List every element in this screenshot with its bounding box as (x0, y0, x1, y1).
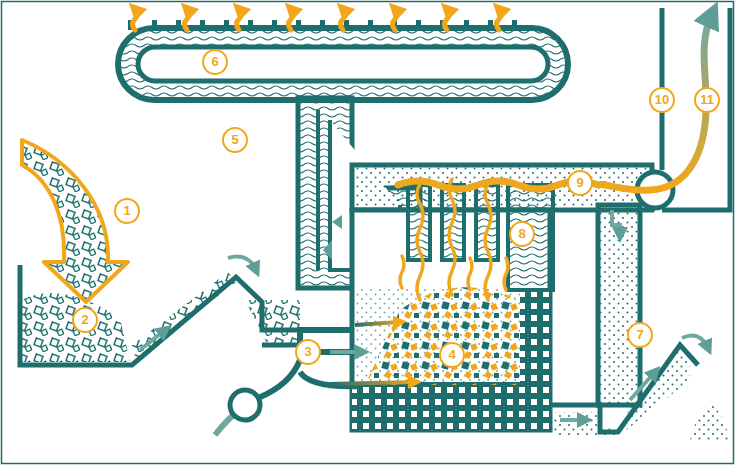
ash-pile (690, 405, 730, 440)
callout-number: 2 (72, 307, 98, 333)
callout-number: 10 (649, 87, 675, 113)
ash-conveyor (552, 336, 730, 440)
callout-number: 7 (627, 322, 653, 348)
flames (400, 179, 508, 300)
callout-number: 3 (295, 339, 321, 365)
callout-number: 4 (439, 342, 465, 368)
waste-delivery-arrow (22, 140, 128, 302)
callout-number: 5 (222, 127, 248, 153)
flue-gas-flow (398, 14, 712, 190)
callout-number: 9 (567, 170, 593, 196)
heat-exchanger (408, 185, 553, 290)
callout-number: 6 (202, 49, 228, 75)
callout-number: 11 (694, 87, 720, 113)
steam-arrows (133, 9, 502, 30)
callout-number: 1 (114, 198, 140, 224)
air-supply (215, 322, 415, 435)
callout-number: 8 (509, 221, 535, 247)
